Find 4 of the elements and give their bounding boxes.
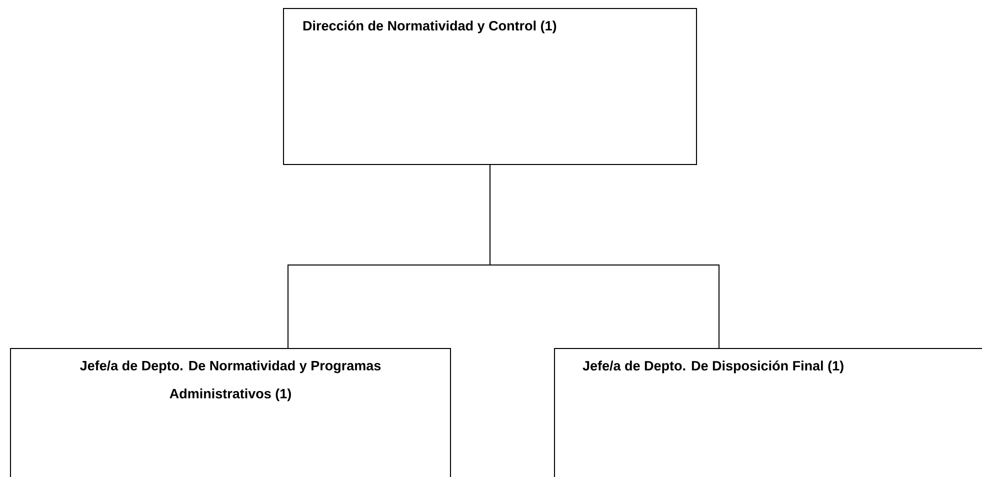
org-box: Dirección de Normatividad y Control (1) (283, 8, 697, 165)
org-box: Jefe/a de Depto. De Disposición Final (1) (554, 348, 982, 477)
org-box: Jefe/a de Depto. De Normatividad y Programas Administrativos (1) (10, 348, 451, 477)
connector-line (490, 164, 720, 348)
